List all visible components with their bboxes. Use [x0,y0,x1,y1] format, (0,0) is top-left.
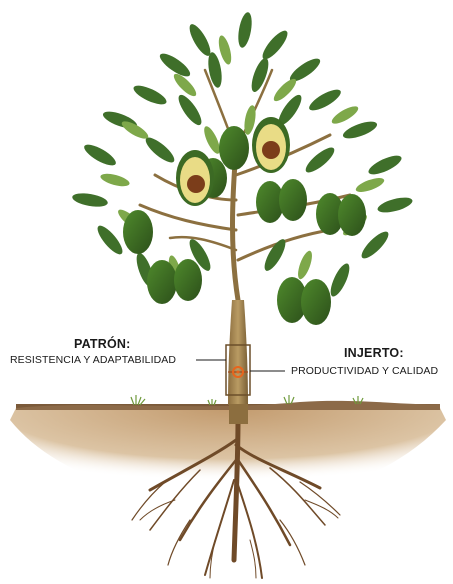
rootstock-subtitle: RESISTENCIA Y ADAPTABILIDAD [10,354,176,366]
scion-title: INJERTO: [344,346,404,360]
trunk [228,300,248,424]
scion-subtitle: PRODUCTIVIDAD Y CALIDAD [291,365,438,377]
soil [10,401,446,505]
rootstock-title: PATRÓN: [74,337,130,351]
